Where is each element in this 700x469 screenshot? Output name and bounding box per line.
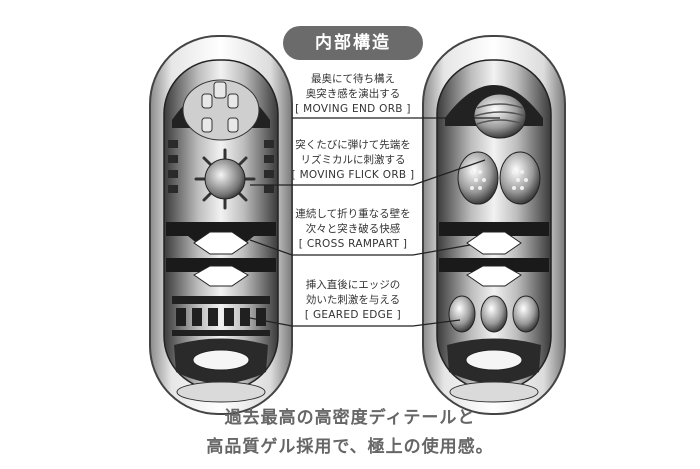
label-text: 突くたびに弾けて先端を bbox=[295, 139, 411, 151]
cross-rampart-left bbox=[166, 222, 276, 287]
label-text: 最奥にて待ち構え bbox=[311, 73, 395, 85]
label-tag: [ MOVING END ORB ] bbox=[295, 103, 411, 115]
label-cross-rampart: 連続して折り重なる壁を 次々と突き破る快感 [ CROSS RAMPART ] bbox=[283, 207, 423, 252]
label-text: リズミカルに刺激する bbox=[300, 154, 406, 166]
footer-line-2: 高品質ゲル採用で、極上の使用感。 bbox=[206, 437, 494, 457]
cross-rampart-right bbox=[439, 222, 549, 287]
label-moving-flick-orb: 突くたびに弾けて先端を リズミカルに刺激する [ MOVING FLICK OR… bbox=[283, 138, 423, 183]
label-text: 次々と突き破る快感 bbox=[305, 223, 401, 235]
geared-edge-right bbox=[448, 295, 540, 333]
label-tag: [ MOVING FLICK ORB ] bbox=[291, 169, 415, 181]
label-text: 奥突き感を演出する bbox=[305, 88, 401, 100]
footer-line-1: 過去最高の高密度ディテールと bbox=[224, 408, 476, 428]
label-text: 効いた刺激を与える bbox=[305, 294, 401, 306]
right-device bbox=[422, 35, 566, 415]
leader-lines bbox=[249, 117, 500, 327]
label-text: 連続して折り重なる壁を bbox=[295, 208, 411, 220]
label-tag: [ GEARED EDGE ] bbox=[304, 309, 402, 321]
label-tag: [ CROSS RAMPART ] bbox=[298, 238, 408, 250]
geared-edge-left bbox=[172, 296, 270, 336]
flick-orb-left bbox=[194, 148, 256, 210]
label-text: 挿入直後にエッジの bbox=[305, 279, 401, 291]
left-device bbox=[149, 35, 293, 415]
section-title: 内部構造 bbox=[283, 26, 423, 60]
flick-orbs-right bbox=[457, 151, 541, 205]
label-geared-edge: 挿入直後にエッジの 効いた刺激を与える [ GEARED EDGE ] bbox=[283, 278, 423, 323]
label-moving-end-orb: 最奥にて待ち構え 奥突き感を演出する [ MOVING END ORB ] bbox=[283, 72, 423, 117]
end-orb-right bbox=[473, 93, 527, 139]
